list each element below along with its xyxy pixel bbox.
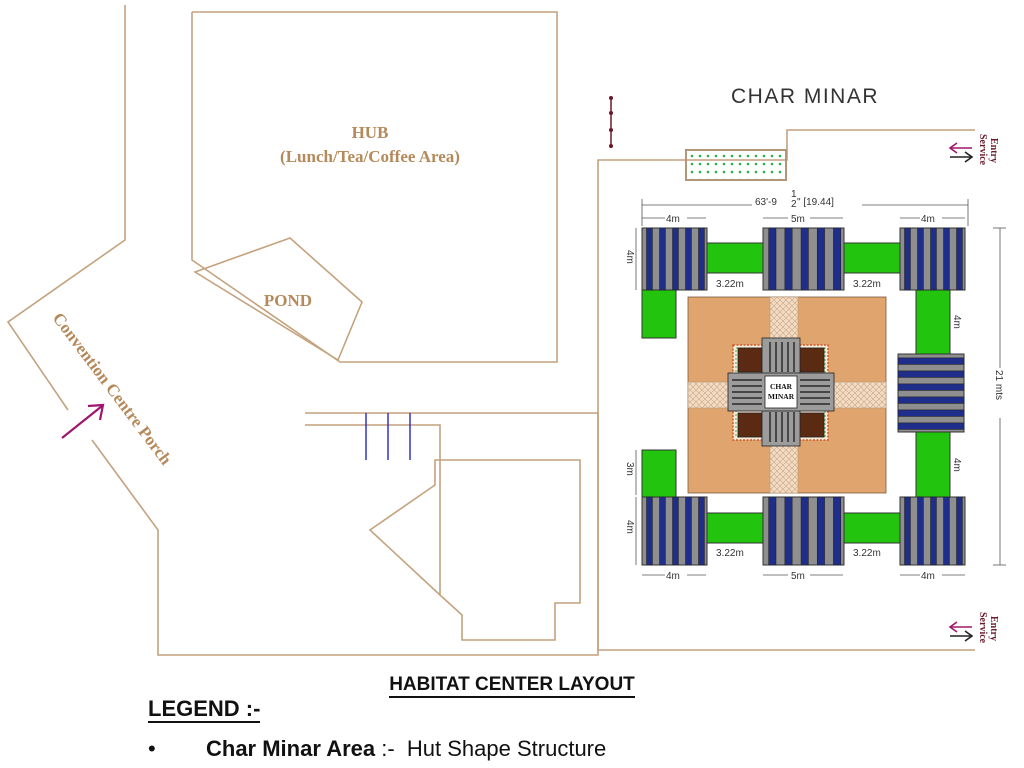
hut-bottom-right-stripe: [943, 496, 950, 566]
dim-left-top: 4m: [624, 250, 635, 264]
hut-right-middle: [897, 353, 965, 433]
hut-top-left-stripe: [659, 227, 666, 291]
hut-bottom-middle-stripe: [833, 496, 842, 566]
legend-item: • Char Minar Area :- Hut Shape Structure: [148, 736, 606, 762]
layout-title: HABITAT CENTER LAYOUT: [0, 674, 1024, 698]
center-label: CHAR: [770, 382, 793, 391]
dim-top-middle: 5m: [791, 214, 805, 225]
hut-top-left-stripe: [698, 227, 705, 291]
blue-markers: [365, 413, 411, 460]
dim-right-bottom: 4m: [951, 458, 962, 472]
dim-top-right: 4m: [921, 214, 935, 225]
huts: [641, 227, 966, 566]
hub-sublabel: (Lunch/Tea/Coffee Area): [280, 147, 460, 166]
overall-width-frac-num: 1: [791, 189, 797, 200]
porch-arrow-icon: [61, 403, 105, 439]
hub-area: HUB (Lunch/Tea/Coffee Area): [280, 123, 460, 166]
pond: POND: [193, 237, 363, 362]
legend-item-name: Char Minar Area: [206, 736, 376, 761]
hut-bottom-left-stripe: [698, 496, 705, 566]
hut-top-right-stripe: [917, 227, 924, 291]
hut-bottom-left-stripe: [672, 496, 679, 566]
hut-bottom-left-stripe: [685, 496, 692, 566]
hut-top-right-stripe: [904, 227, 911, 291]
hut-top-right-stripe: [956, 227, 963, 291]
service-entry-bottom: Service Entry: [948, 612, 999, 644]
hub-label: HUB: [352, 123, 389, 142]
service-entry-top: Service Entry: [948, 134, 999, 166]
hut-top-middle-stripe: [833, 227, 842, 291]
hut-bottom-middle-stripe: [768, 496, 777, 566]
hut-right-middle-stripe: [897, 396, 965, 404]
top-segment-dims: 4m 5m 4m: [642, 212, 965, 225]
dim-top-left: 4m: [666, 214, 680, 225]
char-minar-title: CHAR MINAR: [731, 85, 879, 108]
service-entry-top-sublabel: Entry: [988, 138, 999, 163]
dim-bottom-left: 4m: [666, 571, 680, 582]
hut-top-left-stripe: [672, 227, 679, 291]
hut-top-middle-stripe: [784, 227, 793, 291]
hut-bottom-right-stripe: [904, 496, 911, 566]
overall-width-suffix: " [19.44]: [797, 197, 834, 208]
hut-bottom-right-stripe: [917, 496, 924, 566]
service-entry-top-label: Service: [977, 134, 988, 166]
planter-bed: [685, 149, 787, 181]
dim-right-top: 4m: [951, 315, 962, 329]
service-entry-bottom-arrows-icon: [948, 621, 974, 642]
hut-right-middle-stripe: [897, 357, 965, 365]
dim-gap-bottom-left: 3.22m: [716, 548, 744, 559]
dim-gap-bottom-right: 3.22m: [853, 548, 881, 559]
hut-top-right-stripe: [943, 227, 950, 291]
service-entry-top-arrows-icon: [948, 142, 974, 163]
legend-heading: LEGEND :-: [148, 696, 261, 723]
porch-label: Convention Centre Porch: [49, 309, 176, 469]
legend-item-separator: :-: [375, 736, 407, 761]
hut-top-right-stripe: [930, 227, 937, 291]
hut-right-middle-stripe: [897, 370, 965, 378]
bottom-segment-dims: 4m 5m 4m: [642, 569, 965, 582]
service-entry-bottom-label: Service: [977, 612, 988, 644]
hut-top-middle-stripe: [816, 227, 825, 291]
convention-porch-walls: [6, 5, 599, 656]
dim-left-mid: 3m: [624, 462, 635, 476]
hut-right-middle-stripe: [897, 409, 965, 417]
overall-height-dimension: 21 mts: [993, 227, 1006, 566]
hut-top-left-stripe: [685, 227, 692, 291]
hut-top-middle-stripe: [800, 227, 809, 291]
layout-title-text: HABITAT CENTER LAYOUT: [389, 674, 635, 698]
hut-top-middle-stripe: [768, 227, 777, 291]
service-entry-bottom-sublabel: Entry: [988, 616, 999, 641]
post-marker: [609, 96, 613, 148]
hut-bottom-middle-stripe: [784, 496, 793, 566]
dim-gap-top-left: 3.22m: [716, 279, 744, 290]
hut-right-middle-stripe: [897, 383, 965, 391]
central-plaza: CHAR MINAR: [687, 296, 887, 494]
overall-width-frac-den: 2: [791, 199, 797, 210]
hut-bottom-left-stripe: [646, 496, 653, 566]
dim-bottom-middle: 5m: [791, 571, 805, 582]
hut-bottom-left-stripe: [659, 496, 666, 566]
legend-bullet: •: [148, 736, 156, 761]
hut-bottom-right-stripe: [956, 496, 963, 566]
site-plan: POND HUB (Lunch/Tea/Coffee Area) Convent…: [6, 5, 1006, 656]
walkways: [641, 242, 951, 544]
hut-bottom-middle-stripe: [816, 496, 825, 566]
hut-bottom-right-stripe: [930, 496, 937, 566]
hut-right-middle-stripe: [897, 422, 965, 430]
legend-item-desc: Hut Shape Structure: [406, 736, 607, 761]
dim-gap-top-right: 3.22m: [853, 279, 881, 290]
hub-walls: [191, 11, 558, 363]
overall-width-text: 63'-9: [755, 197, 777, 208]
center-sublabel: MINAR: [768, 392, 795, 401]
overall-height-text: 21 mts: [993, 370, 1004, 400]
hut-bottom-middle-stripe: [800, 496, 809, 566]
overall-width-dimension: 63'-9 1 2 " [19.44]: [641, 189, 969, 226]
hut-top-left-stripe: [646, 227, 653, 291]
left-side-dims: 4m 3m 4m: [624, 228, 637, 565]
pond-label: POND: [264, 291, 312, 310]
dim-left-bottom: 4m: [624, 520, 635, 534]
dim-bottom-right: 4m: [921, 571, 935, 582]
gap-dims: 3.22m 3.22m 3.22m 3.22m 4m 4m: [716, 279, 962, 559]
